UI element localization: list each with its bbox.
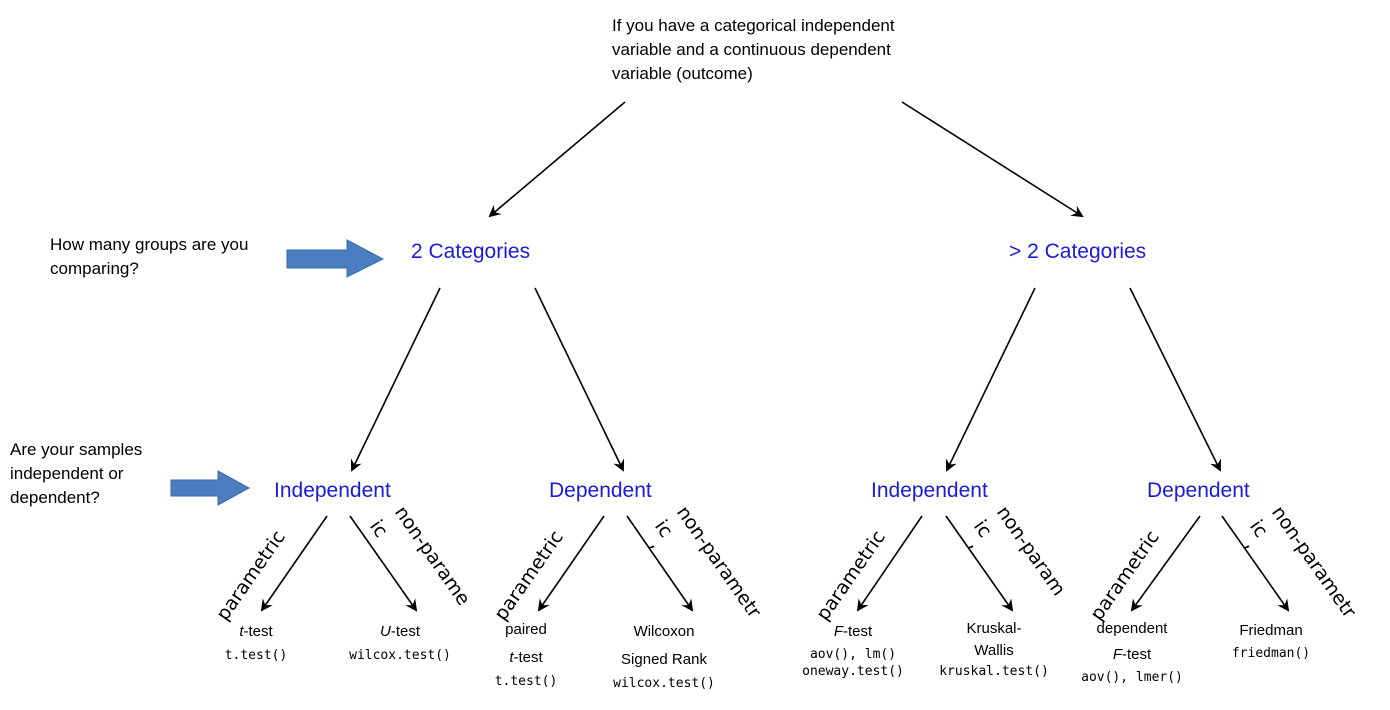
leaf-kruskal-wallis: Kruskal- Wallis kruskal.test() [926, 618, 1062, 682]
question-line: Are your samples [10, 440, 143, 459]
root-line: If you have a categorical independent [612, 16, 895, 35]
leaf-friedman: Friedman friedman() [1216, 618, 1326, 664]
root-question: If you have a categorical independent va… [612, 14, 895, 86]
test-name-suffix: -test [243, 623, 273, 640]
question-line: independent or [10, 464, 124, 483]
leaf-u-test: U-test wilcox.test() [330, 618, 470, 666]
test-name-line: Friedman [1239, 622, 1303, 639]
test-name-line: Kruskal- [966, 620, 1022, 637]
r-function: wilcox.test() [349, 648, 451, 663]
test-name-suffix: -test [513, 649, 543, 666]
root-line: variable (outcome) [612, 64, 753, 83]
arrow-friedman [1221, 515, 1290, 612]
question-line: How many groups are you [50, 235, 249, 254]
arrow-two-to-dependent [534, 287, 625, 472]
arrow-utest [349, 515, 418, 612]
two-categories-label: 2 Categories [411, 240, 531, 263]
two-dependent-label: Dependent [549, 479, 652, 502]
test-name-italic: U [379, 623, 391, 640]
pointer-arrow-samples [170, 470, 251, 506]
arrow-depf [1130, 515, 1201, 612]
test-name-line: Wilcoxon [633, 623, 695, 640]
r-function: friedman() [1231, 646, 1311, 661]
arrow-more-to-independent [945, 287, 1036, 472]
test-name-line: dependent [1096, 620, 1168, 637]
question-line: dependent? [10, 488, 100, 507]
r-function: wilcox.test() [613, 676, 715, 691]
samples-question: Are your samples independent or dependen… [10, 438, 142, 510]
test-name-line: paired [505, 621, 547, 638]
leaf-f-test: F-test aov(), lm() oneway.test() [790, 618, 916, 680]
root-line: variable and a continuous dependent [612, 40, 891, 59]
test-name: F-test [1066, 642, 1198, 668]
test-name: t-test [196, 618, 316, 646]
leaf-dependent-f-test: dependent F-test aov(), lmer() [1066, 616, 1198, 688]
leaf-t-test: t-test t.test() [196, 618, 316, 666]
arrow-paired [537, 515, 605, 612]
test-name: t-test [478, 644, 574, 672]
arrow-root-to-more [901, 101, 1084, 218]
r-function: aov(), lmer() [1081, 670, 1183, 685]
test-name-italic: t [509, 649, 514, 666]
test-name-suffix: -test [390, 623, 421, 640]
groups-question: How many groups are you comparing? [50, 233, 248, 281]
test-name-suffix: -test [1121, 646, 1152, 663]
r-function: aov(), lm() [809, 647, 897, 662]
more-dependent-label: Dependent [1147, 479, 1250, 502]
test-name-line: Signed Rank [621, 651, 707, 668]
two-independent-label: Independent [274, 479, 391, 502]
test-name-italic: F [833, 623, 843, 640]
leaf-wilcoxon: Wilcoxon Signed Rank wilcox.test() [604, 618, 724, 694]
r-function: t.test() [494, 674, 558, 689]
arrow-ttest [260, 515, 328, 612]
test-name: F-test [790, 618, 916, 646]
arrow-ftest [856, 515, 923, 612]
arrow-wilcoxon [626, 515, 694, 612]
pointer-arrow-groups [286, 239, 385, 278]
r-function: t.test() [224, 648, 288, 663]
r-function: oneway.test() [802, 664, 904, 679]
arrow-root-to-two [488, 101, 626, 218]
more-independent-label: Independent [871, 479, 988, 502]
test-name-italic: F [1112, 646, 1122, 663]
leaf-paired-t-test: paired t-test t.test() [478, 616, 574, 692]
arrow-two-to-independent [350, 287, 441, 472]
more-categories-label: > 2 Categories [1009, 240, 1147, 263]
arrow-kruskal [945, 515, 1014, 612]
r-function: kruskal.test() [939, 664, 1049, 679]
test-name: U-test [330, 618, 470, 646]
test-name-line: Wallis [974, 642, 1014, 659]
test-name-italic: t [239, 623, 244, 640]
test-name-suffix: -test [842, 623, 873, 640]
arrow-more-to-dependent [1129, 287, 1221, 472]
question-line: comparing? [50, 259, 139, 278]
